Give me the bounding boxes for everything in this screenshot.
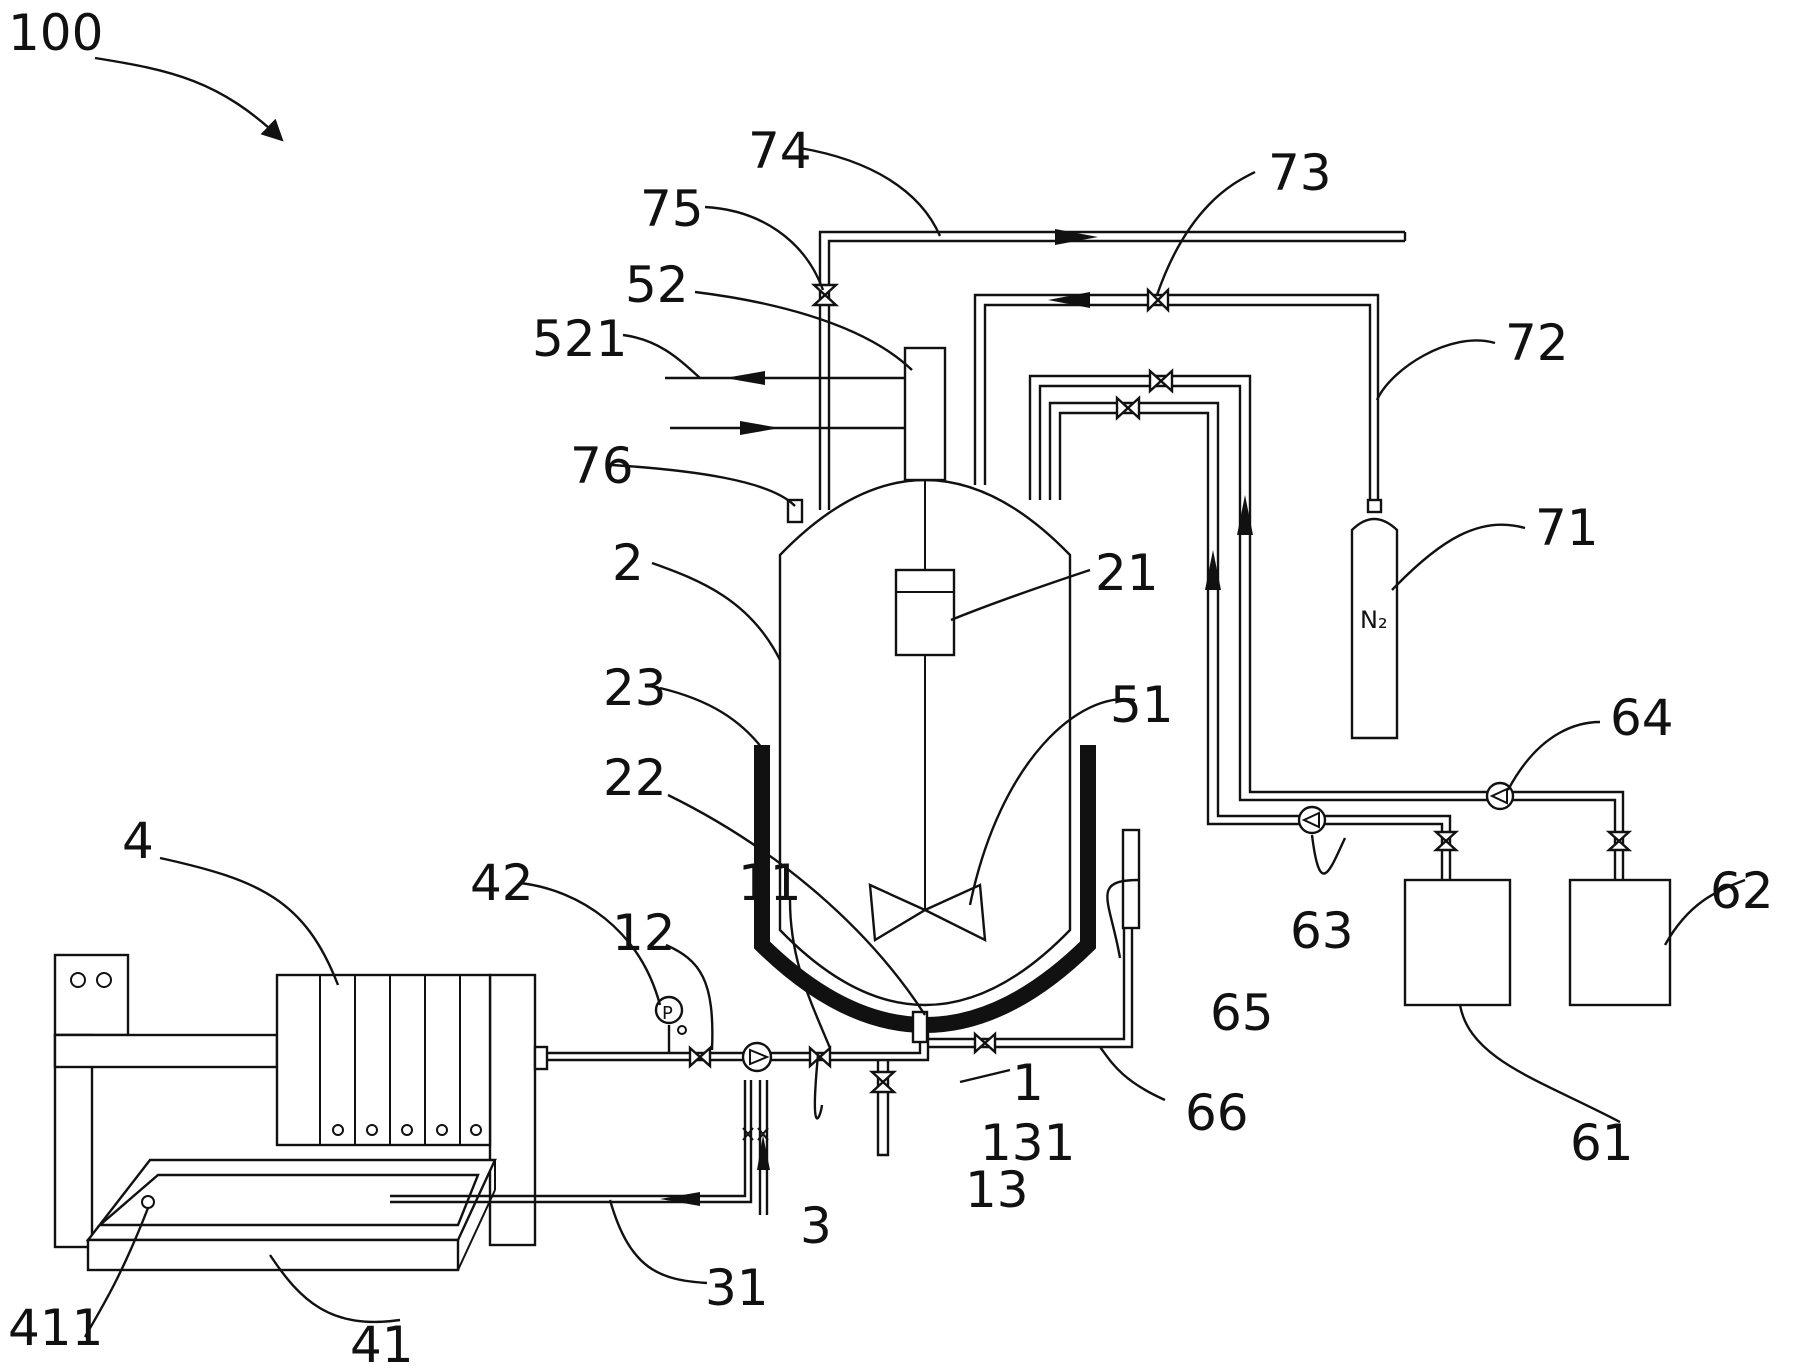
tank-61 (1403, 878, 1512, 1007)
pressure-gauge (654, 995, 684, 1025)
valve-61 (1432, 830, 1460, 852)
label-31: 31 (705, 1259, 769, 1317)
discharge-pipe (547, 1030, 922, 1055)
vent-line (818, 230, 1405, 510)
label-22: 22 (603, 749, 667, 807)
control-knob-2 (96, 972, 112, 988)
label-73: 73 (1268, 144, 1332, 202)
nitrogen-line (973, 293, 1380, 505)
valve-66 (973, 1031, 997, 1055)
collection-tray (85, 1158, 497, 1272)
valve-lower-feed (1115, 395, 1141, 421)
valve-73 (1146, 287, 1170, 313)
label-65: 65 (1210, 984, 1274, 1042)
label-75: 75 (640, 180, 704, 238)
label-63: 63 (1290, 902, 1354, 960)
svg-text:P: P (662, 1003, 673, 1024)
filter-press-control-box (53, 953, 130, 1037)
label-74: 74 (748, 122, 812, 180)
return-pipe (390, 1080, 747, 1198)
label-12: 12 (612, 904, 676, 962)
valve-12 (688, 1045, 712, 1069)
control-knob-1 (70, 972, 86, 988)
feed-line-64 (1028, 374, 1488, 794)
leader-lines (83, 146, 1746, 1338)
label-1: 1 (1012, 1054, 1044, 1112)
feed-line-63 (1048, 401, 1300, 818)
valve-11 (808, 1045, 832, 1069)
figure-ref-arrow (94, 56, 284, 142)
valve-75 (810, 283, 840, 307)
filter-press-beam (53, 1033, 279, 1069)
label-64: 64 (1610, 689, 1674, 747)
gas-label: N₂ (1360, 606, 1388, 634)
filter-press (53, 953, 549, 1249)
label-72: 72 (1505, 314, 1569, 372)
label-2: 2 (612, 534, 644, 592)
valve-62 (1605, 830, 1633, 852)
label-13: 13 (965, 1161, 1029, 1219)
label-21: 21 (1095, 544, 1159, 602)
filter-press-plates (275, 973, 492, 1147)
tank-62 (1568, 878, 1672, 1007)
label-41: 41 (350, 1316, 414, 1371)
label-51: 51 (1110, 676, 1174, 734)
nitrogen-cylinder (1350, 498, 1399, 740)
filter-press-end-plate (488, 973, 537, 1247)
label-66: 66 (1185, 1084, 1249, 1142)
label-52: 52 (625, 256, 689, 314)
filter-press-frame (53, 1033, 94, 1249)
label-521: 521 (532, 310, 627, 368)
label-23: 23 (603, 659, 667, 717)
valve-upper-feed (1148, 368, 1174, 394)
figure-number: 100 (8, 4, 103, 62)
label-76: 76 (570, 437, 634, 495)
label-71: 71 (1535, 499, 1599, 557)
valve-131 (868, 1070, 898, 1094)
label-42: 42 (470, 854, 534, 912)
impeller (868, 883, 928, 943)
label-3: 3 (800, 1197, 832, 1255)
label-11: 11 (738, 854, 802, 912)
label-411: 411 (8, 1299, 103, 1357)
label-62: 62 (1710, 862, 1774, 920)
sensor-76 (786, 498, 804, 524)
label-131: 131 (980, 1114, 1075, 1172)
filter-press-inlet-nozzle (533, 1045, 549, 1071)
label-61: 61 (1570, 1114, 1634, 1172)
label-4: 4 (122, 812, 154, 870)
agitator-motor (894, 568, 956, 657)
